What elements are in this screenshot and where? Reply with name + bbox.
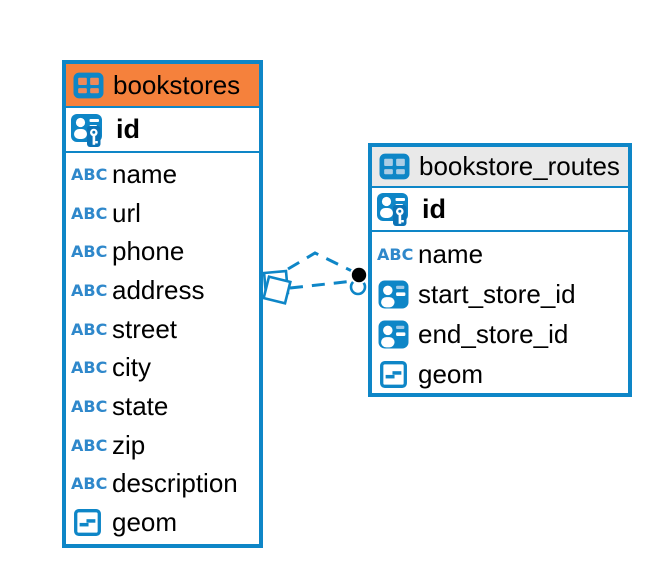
primary-key-name: id	[422, 193, 446, 224]
abc-text-icon: ABC	[377, 244, 414, 264]
abc-text-icon: ABC	[71, 358, 108, 378]
field-name: address	[112, 274, 205, 305]
abc-text-icon: ABC	[71, 203, 108, 223]
person-key-icon	[70, 112, 108, 148]
primary-key-row[interactable]: id	[66, 108, 259, 153]
field-name: zip	[112, 429, 146, 460]
primary-key-name: id	[116, 114, 140, 144]
field-row[interactable]: ABC city	[66, 348, 259, 387]
table-icon	[72, 72, 104, 99]
field-name: street	[112, 313, 178, 344]
table-bookstores-header[interactable]: bookstores	[66, 64, 259, 108]
abc-text-icon: ABC	[71, 164, 108, 184]
field-row[interactable]: ABC phone	[66, 232, 259, 271]
field-row[interactable]: ABC description	[66, 465, 259, 504]
person-badge-icon	[377, 320, 409, 349]
geometry-icon	[71, 508, 103, 537]
table-bookstore-routes[interactable]: bookstore_routes id ABC name start_store…	[368, 143, 632, 397]
field-name: url	[112, 197, 141, 228]
field-name: end_store_id	[418, 318, 569, 349]
person-key-icon	[376, 191, 414, 227]
field-row[interactable]: ABC state	[66, 387, 259, 426]
abc-text-icon: ABC	[71, 396, 108, 416]
abc-text-icon: ABC	[71, 319, 108, 339]
field-row[interactable]: end_store_id	[372, 314, 628, 354]
field-name: name	[112, 158, 178, 189]
field-name: phone	[112, 236, 185, 267]
abc-text-icon: ABC	[71, 435, 108, 455]
many-side-diamond-marker	[262, 269, 292, 305]
table-bookstore-routes-header[interactable]: bookstore_routes	[372, 147, 628, 188]
abc-text-icon: ABC	[71, 280, 108, 300]
field-row[interactable]: geom	[66, 503, 259, 542]
abc-text-icon: ABC	[71, 474, 108, 494]
one-side-endpoint-marker	[349, 265, 369, 296]
relationship-line-1	[287, 251, 357, 275]
field-row[interactable]: ABC name	[372, 234, 628, 274]
primary-key-row[interactable]: id	[372, 188, 628, 232]
field-name: geom	[112, 507, 178, 538]
field-row[interactable]: ABC url	[66, 194, 259, 233]
table-icon	[378, 153, 410, 180]
field-row[interactable]: ABC name	[66, 155, 259, 194]
field-name: description	[112, 468, 238, 499]
field-name: start_store_id	[418, 278, 576, 309]
abc-text-icon: ABC	[71, 242, 108, 262]
field-list: ABC name ABC url ABC phone ABC address A…	[66, 153, 259, 542]
field-name: state	[112, 390, 169, 421]
field-row[interactable]: geom	[372, 354, 628, 394]
table-title: bookstores	[113, 69, 241, 100]
field-name: city	[112, 352, 151, 383]
relationship-line-2	[289, 279, 355, 290]
field-row[interactable]: ABC address	[66, 271, 259, 310]
geometry-icon	[377, 360, 409, 389]
field-list: ABC name start_store_id end_store_id ge	[372, 232, 628, 394]
field-row[interactable]: ABC street	[66, 310, 259, 349]
field-row[interactable]: ABC zip	[66, 426, 259, 465]
person-badge-icon	[377, 280, 409, 309]
field-row[interactable]: start_store_id	[372, 274, 628, 314]
field-name: geom	[418, 358, 484, 389]
table-title: bookstore_routes	[419, 151, 620, 181]
table-bookstores[interactable]: bookstores id ABC name ABC url ABC phone…	[62, 60, 263, 548]
field-name: name	[418, 238, 484, 269]
